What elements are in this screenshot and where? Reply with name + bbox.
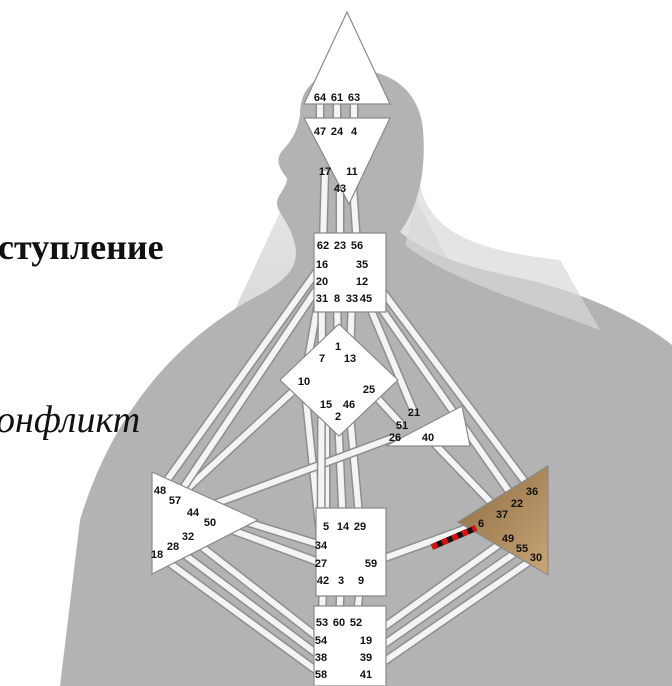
gate-4: 4 — [351, 126, 358, 138]
gate-54: 54 — [315, 635, 328, 647]
gate-8: 8 — [334, 293, 340, 305]
g-center-center — [279, 323, 399, 437]
gate-38: 38 — [315, 652, 327, 664]
gate-34: 34 — [315, 540, 328, 552]
gate-7: 7 — [319, 353, 325, 365]
head-center — [303, 10, 391, 105]
caption-line-2: онфликт — [0, 399, 141, 441]
gate-35: 35 — [356, 259, 368, 271]
gate-19: 19 — [360, 635, 372, 647]
spleen-center — [151, 471, 260, 575]
gate-1: 1 — [335, 341, 341, 353]
gate-24: 24 — [331, 126, 344, 138]
gate-49: 49 — [502, 533, 514, 545]
channel-59-6 — [369, 520, 483, 566]
activation-red-dash — [430, 525, 478, 550]
heart-center — [385, 405, 471, 447]
throat-center — [313, 232, 387, 313]
gate-47: 47 — [314, 126, 326, 138]
gate-39: 39 — [360, 652, 372, 664]
gate-64: 64 — [314, 92, 327, 104]
ajna-center — [303, 117, 391, 206]
gate-48: 48 — [154, 485, 166, 497]
channel-30-41 — [364, 554, 538, 677]
gate-18: 18 — [151, 549, 163, 561]
channel-20-57 — [172, 279, 325, 502]
gate-46: 46 — [343, 399, 355, 411]
gate-63: 63 — [348, 92, 360, 104]
gate-30: 30 — [530, 552, 542, 564]
gate-10: 10 — [298, 376, 310, 388]
gate-6: 6 — [478, 518, 484, 530]
gate-25: 25 — [363, 384, 375, 396]
gate-62: 62 — [317, 240, 329, 252]
shoulder-highlight — [405, 185, 600, 330]
gate-23: 23 — [334, 240, 346, 252]
channel-55-39 — [364, 545, 524, 660]
gate-26: 26 — [389, 432, 401, 444]
channel-10-57 — [172, 378, 307, 503]
gate-61: 61 — [331, 92, 343, 104]
gate-28: 28 — [167, 541, 179, 553]
gate-9: 9 — [358, 575, 364, 587]
channel-18-58 — [155, 551, 323, 677]
gate-21: 21 — [408, 407, 420, 419]
gate-59: 59 — [365, 558, 377, 570]
gate-2: 2 — [335, 411, 341, 423]
gate-37: 37 — [496, 509, 508, 521]
gate-51: 51 — [396, 420, 408, 432]
center-layer — [151, 10, 549, 686]
gate-60: 60 — [333, 617, 345, 629]
channel-59-6-activation — [430, 525, 478, 550]
gate-22: 22 — [511, 498, 523, 510]
gate-43: 43 — [334, 183, 346, 195]
root-center — [313, 605, 387, 686]
gate-14: 14 — [337, 521, 350, 533]
gate-55: 55 — [516, 543, 528, 555]
gate-13: 13 — [344, 353, 356, 365]
sacral-center — [315, 507, 387, 597]
channel-32-54 — [186, 533, 323, 643]
gate-52: 52 — [350, 617, 362, 629]
gate-5: 5 — [323, 521, 329, 533]
gate-57: 57 — [169, 495, 181, 507]
gate-3: 3 — [338, 575, 344, 587]
channel-16-48 — [157, 262, 325, 492]
channel-35-36 — [359, 262, 535, 493]
gate-17: 17 — [319, 166, 331, 178]
gate-41: 41 — [360, 669, 372, 681]
gate-31: 31 — [316, 293, 328, 305]
gate-15: 15 — [320, 399, 332, 411]
gate-36: 36 — [526, 486, 538, 498]
channel-21-45 — [363, 296, 417, 414]
gate-16: 16 — [316, 259, 328, 271]
channel-28-38 — [171, 543, 323, 660]
gate-27: 27 — [315, 558, 327, 570]
gate-40: 40 — [422, 432, 434, 444]
gate-12: 12 — [356, 276, 368, 288]
gate-44: 44 — [187, 507, 200, 519]
solar-plexus-center — [456, 464, 549, 577]
gate-32: 32 — [182, 531, 194, 543]
gate-11: 11 — [346, 166, 358, 178]
channel-40-37 — [425, 434, 505, 517]
channel-12-22 — [359, 279, 520, 505]
caption-line-1: ступление — [0, 227, 164, 267]
channel-49-19 — [364, 535, 510, 643]
gate-50: 50 — [204, 517, 216, 529]
gate-45: 45 — [360, 293, 372, 305]
gate-20: 20 — [316, 276, 328, 288]
gate-53: 53 — [316, 617, 328, 629]
gate-58: 58 — [315, 669, 327, 681]
gate-42: 42 — [317, 575, 329, 587]
channel-26-44 — [191, 434, 397, 515]
gate-29: 29 — [354, 521, 366, 533]
gate-33: 33 — [346, 293, 358, 305]
gate-56: 56 — [351, 240, 363, 252]
